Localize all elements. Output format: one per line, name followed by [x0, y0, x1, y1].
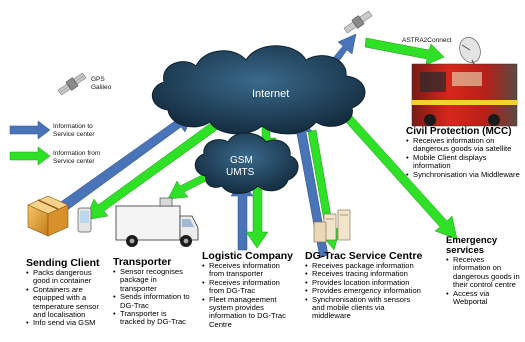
transporter-title: Transporter	[113, 256, 172, 268]
sending-client-bullets: Packs dangerous good in container Contai…	[26, 268, 110, 329]
emergency-services-title: Emergency services	[446, 235, 498, 256]
legend	[9, 120, 51, 166]
arrow-internet-to-emergency	[344, 115, 458, 240]
list-item: Provides location information	[305, 278, 423, 288]
sending-client-panel: Sending Client Packs dangerous good in c…	[26, 257, 110, 328]
list-item: Receives information from DG-Trac	[202, 278, 296, 296]
civil-protection-title: Civil Protection (MCC)	[406, 126, 512, 137]
list-item: Synchronisation with sensors and mobile …	[305, 295, 423, 321]
logistic-company-bullets: Receives information from transporter Re…	[202, 261, 296, 330]
server-icon	[313, 209, 351, 243]
logistic-company-panel: Logistic Company Receives information fr…	[202, 250, 296, 329]
umts-label: UMTS	[226, 167, 255, 178]
list-item: Transporter is tracked by DG-Trac	[113, 309, 193, 327]
civil-protection-bullets: Receives information on dangerous goods …	[406, 136, 522, 180]
internet-cloud	[152, 45, 366, 135]
list-item: Receives tracing information	[305, 269, 423, 279]
astra-satellite-icon	[343, 10, 373, 34]
gsm-label: GSM	[230, 155, 253, 166]
list-item: Info send via GSM	[26, 319, 110, 329]
list-item: Receives package information	[305, 261, 423, 271]
legend-arrow-to-service	[9, 120, 51, 140]
gsm-umts-cloud	[194, 132, 299, 194]
list-item: Mobile Client displays information	[406, 153, 522, 171]
civil-protection-vehicle-photo	[411, 63, 518, 127]
list-item: Containers are equipped with a temperatu…	[26, 285, 110, 320]
service-centre-panel: DG-Trac Service Centre Receives package …	[305, 250, 423, 321]
list-item: Synchronisation via Middleware	[406, 170, 522, 180]
transporter-bullets: Sensor recognises package in transporter…	[113, 267, 193, 327]
list-item: Receives information from transporter	[202, 261, 296, 279]
gps-satellite-icon	[57, 72, 87, 96]
legend-label-from-service: Information from Service center	[53, 150, 101, 165]
civil-protection-panel: Civil Protection (MCC) Receives informat…	[406, 126, 522, 179]
astra-label: ASTRA2Connect	[402, 37, 452, 44]
list-item: Provides emergency information	[305, 286, 423, 296]
legend-label-to-service: Information to Service center	[53, 123, 95, 138]
handheld-device-icon	[77, 207, 92, 233]
transporter-panel: Transporter Sensor recognises package in…	[113, 256, 193, 327]
emergency-services-panel: Emergency services Receives information …	[446, 236, 522, 306]
list-item: Sensor recognises package in transporter	[113, 267, 193, 293]
emergency-services-bullets: Receives information on dangerous goods …	[446, 255, 522, 307]
list-item: Sends information to DG-Trac	[113, 293, 193, 310]
logistic-company-title: Logistic Company	[202, 250, 294, 262]
list-item: Receives information on dangerous goods …	[446, 255, 522, 290]
gps-label: GPS	[91, 76, 105, 83]
satellite-dish-icon	[459, 36, 481, 69]
list-item: Fleet manageement system provides inform…	[202, 295, 296, 330]
list-item: Receives information on dangerous goods …	[406, 136, 522, 154]
arrow-satellite-to-dish	[364, 37, 445, 66]
transporter-van-icon	[115, 197, 199, 247]
internet-label: Internet	[252, 88, 290, 100]
galileo-label: Galileo	[91, 84, 112, 91]
package-box-icon	[27, 195, 69, 237]
service-centre-title: DG-Trac Service Centre	[305, 250, 423, 262]
legend-arrow-from-service	[9, 146, 51, 166]
list-item: Packs dangerous good in container	[26, 268, 110, 286]
arrow-gsm-to-logistic	[245, 185, 269, 249]
service-centre-bullets: Receives package information Receives tr…	[305, 261, 423, 321]
list-item: Access via Webportal	[446, 289, 522, 307]
sending-client-title: Sending Client	[26, 257, 100, 269]
